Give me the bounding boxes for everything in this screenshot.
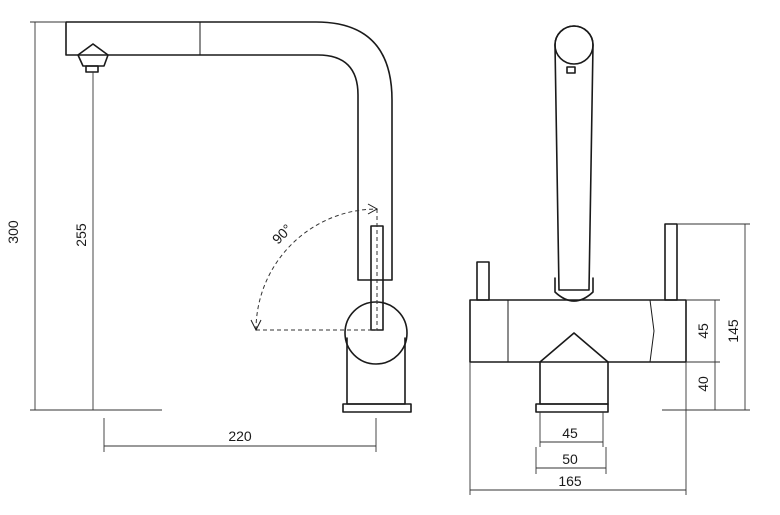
dim-45-upper-label: 45 [695, 323, 711, 339]
base-column [346, 337, 406, 405]
dim-165-label: 165 [558, 473, 582, 489]
front-base-column [539, 361, 609, 405]
dim-base45-label: 45 [562, 425, 578, 441]
angle-label: 90° [269, 221, 295, 247]
aerator-nozzle [77, 43, 109, 67]
spout-outline [65, 21, 393, 281]
side-view: 90° 300 255 220 [5, 21, 412, 452]
front-view: 45 50 165 45 40 145 [469, 25, 750, 495]
mixer-body [344, 301, 408, 365]
dim-145-label: 145 [725, 319, 741, 343]
base-flange [342, 403, 412, 413]
swivel-arrow-top [367, 203, 379, 215]
dim-255-label: 255 [73, 223, 89, 247]
dim-base50-label: 50 [562, 451, 578, 467]
dim-300-label: 300 [5, 220, 21, 244]
swivel-arrow-left [250, 319, 262, 332]
swivel-arc [255, 208, 378, 331]
dim-220-label: 220 [228, 428, 252, 444]
spout-top-cap [554, 25, 594, 65]
center-connector [539, 332, 609, 363]
body-seam-right [649, 299, 655, 363]
main-body [469, 299, 687, 363]
aerator-tip [85, 65, 99, 73]
column-collar [554, 277, 594, 302]
spout-column [554, 25, 594, 291]
dim-40-label: 40 [695, 376, 711, 392]
spout-nozzle [566, 66, 576, 74]
right-handle [664, 223, 678, 301]
left-handle [476, 261, 490, 301]
front-base-flange [535, 403, 609, 413]
